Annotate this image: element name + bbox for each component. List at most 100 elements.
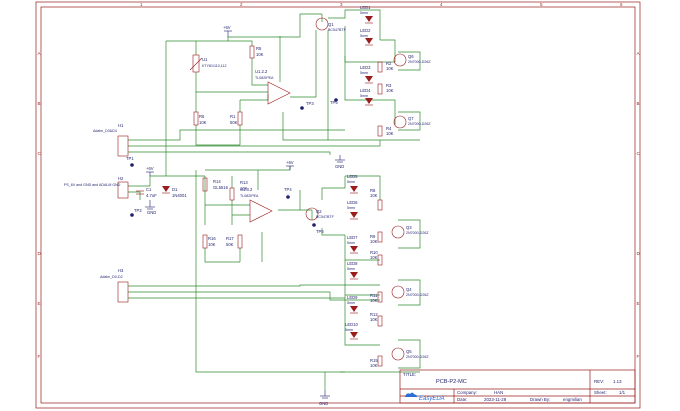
- ground-label: GND: [319, 401, 328, 406]
- component-ref: LED9: [347, 295, 358, 300]
- component-value: 4.7uF: [146, 193, 157, 198]
- component-ref: LED1: [360, 5, 371, 10]
- component-value: 10K: [370, 239, 378, 244]
- component-value: 10K: [256, 52, 264, 57]
- component-ref: LED8: [347, 261, 358, 266]
- component-value: Adalm_D3&D4: [93, 129, 117, 133]
- row-marker: D: [38, 251, 42, 256]
- diode-d1: D1 1N4001: [162, 186, 187, 198]
- led-8: LED8 5mm: [347, 261, 358, 280]
- resistor-r9: R9 10K: [370, 231, 383, 244]
- resistor-r13: R13 10K: [229, 180, 248, 201]
- component-value: TL082IPEA: [255, 76, 274, 80]
- row-marker: B: [38, 101, 41, 106]
- component-value: BC547BTF: [328, 28, 347, 32]
- resistor-r8: R8 10K: [370, 188, 383, 211]
- mosfet-q4: Q4 2N7000-D26Z: [391, 285, 429, 299]
- power-label: +6V: [286, 160, 294, 165]
- component-ref: LED4: [360, 88, 371, 93]
- component-value: 10K: [370, 317, 378, 322]
- row-marker: E: [637, 301, 640, 306]
- component-ref: R15: [370, 358, 378, 363]
- component-ref: Q2: [316, 209, 322, 214]
- sheet-inner-frame: [40, 6, 636, 404]
- component-value: KTY81/110,112: [202, 64, 226, 68]
- opamp-u1-2: U1.2.2 TL082IPEA: [255, 69, 291, 105]
- row-marker: F: [38, 354, 41, 359]
- component-ref: U1: [202, 57, 208, 62]
- resistor-r14: R14 GL5516: [202, 177, 229, 192]
- component-ref: R4: [386, 126, 392, 131]
- row-markers: A B C D E F A B C D E F: [38, 51, 641, 359]
- transistor-q1: Q1 BC547BTF: [315, 17, 347, 32]
- row-marker: C: [38, 151, 42, 156]
- component-ref: Q5: [406, 349, 412, 354]
- component-value: 2N7000-D26Z: [408, 60, 431, 64]
- component-value: 2N7000-D26Z: [406, 231, 429, 235]
- resistor-r2: R2 10K: [377, 61, 394, 73]
- led-4: LED4 5mm: [360, 88, 373, 106]
- resistor-r1: R1 50K: [230, 111, 243, 126]
- column-marker: 1: [140, 2, 143, 7]
- led-1: LED1 5mm: [360, 5, 373, 24]
- rev-label: REV:: [594, 379, 604, 384]
- components: +6V +6V +6V GND GND GND: [64, 5, 431, 406]
- row-marker: A: [637, 51, 640, 56]
- component-ref: LED10: [345, 322, 358, 327]
- component-value: 5mm: [347, 206, 355, 210]
- component-ref: LED3: [360, 65, 371, 70]
- resistor-r3: R3 10K: [377, 83, 394, 95]
- component-ref: U1.3.2: [240, 187, 253, 192]
- cloud-icon: [405, 392, 417, 397]
- component-value: 10K: [370, 255, 378, 260]
- component-ref: TP1: [126, 156, 134, 161]
- component-ref: R17: [226, 236, 234, 241]
- component-ref: H1: [118, 123, 124, 128]
- component-ref: TP4: [284, 187, 292, 192]
- component-value: 5mm: [347, 241, 355, 245]
- component-value: Adalm_D0-D2: [100, 275, 123, 279]
- column-marker: 3: [340, 2, 343, 7]
- ground-symbol: GND: [145, 200, 156, 215]
- component-ref: Q6: [408, 54, 414, 59]
- drawn-by-label: Drawn By:: [530, 397, 550, 402]
- test-point: TP4: [284, 187, 292, 199]
- test-point: TP5: [330, 98, 338, 105]
- component-ref: H2: [118, 176, 124, 181]
- component-value: 5mm: [360, 94, 368, 98]
- component-value: 10K: [386, 131, 394, 136]
- resistor-r6: R6 10K: [193, 111, 207, 126]
- component-ref: R13: [240, 180, 248, 185]
- component-value: 50K: [226, 242, 234, 247]
- test-point: TP2: [130, 208, 142, 217]
- component-value: 10K: [386, 88, 394, 93]
- document-title: PCB-P2-MC: [436, 379, 467, 385]
- row-marker: C: [637, 151, 641, 156]
- column-marker: 2: [240, 2, 243, 7]
- easyeda-logo: EasyEDA: [405, 392, 445, 402]
- test-point: TP1: [126, 156, 134, 167]
- company-value: HAN: [494, 390, 503, 395]
- component-ref: D1: [172, 187, 178, 192]
- power-label: +6V: [223, 25, 231, 30]
- component-value: 5mm: [347, 180, 355, 184]
- component-value: TL082IPEA: [240, 194, 259, 198]
- component-ref: LED5: [347, 174, 358, 179]
- header-h1: H1 Adalm_D3&D4: [93, 123, 129, 157]
- test-point: TP6: [312, 223, 324, 234]
- component-value: 10K: [370, 298, 378, 303]
- component-value: 5mm: [360, 11, 368, 15]
- title-block: TITLE: PCB-P2-MC REV: 1.13 Company: HAN …: [399, 369, 636, 404]
- transistor-q2: Q2 BC547BTF: [305, 207, 335, 221]
- resistor-r17: R17 50K: [226, 234, 243, 249]
- component-ref: Q4: [406, 287, 412, 292]
- component-ref: U1.2.2: [255, 69, 268, 74]
- row-marker: B: [637, 101, 640, 106]
- column-markers: 1 2 3 4 5 6: [140, 2, 623, 7]
- component-value: 1N4001: [172, 193, 187, 198]
- row-marker: E: [38, 301, 41, 306]
- component-ref: LED7: [347, 235, 358, 240]
- component-value: 5mm: [360, 71, 368, 75]
- ground-symbol: GND: [335, 155, 345, 169]
- sheet-outer-frame: [35, 1, 641, 409]
